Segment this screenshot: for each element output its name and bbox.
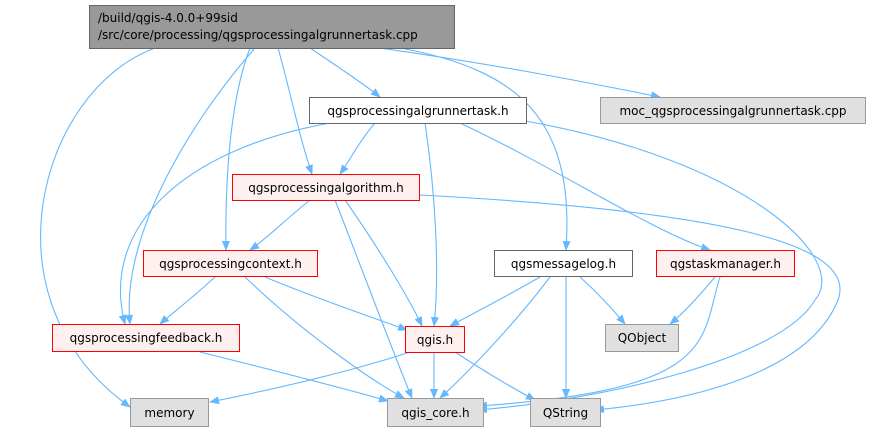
edge-context-feedback [159,276,216,325]
edge-runnertask-algorithm [339,122,376,175]
edge-root-runnertask [309,47,381,98]
edge-taskmanager-qobject [669,276,716,325]
edge-algorithm-qgiscore [334,199,413,399]
node-taskmanager-h[interactable]: qgstaskmanager.h [656,250,795,277]
node-algorithm-h[interactable]: qgsprocessingalgorithm.h [232,174,420,201]
node-memory[interactable]: memory [130,398,209,427]
edge-runnertask-taskmanager [459,122,711,251]
edge-context-qgiscore [244,276,405,399]
node-context-h[interactable]: qgsprocessingcontext.h [143,250,318,277]
node-feedback-h[interactable]: qgsprocessingfeedback.h [52,324,240,352]
node-qgis-core-h[interactable]: qgis_core.h [387,398,484,427]
edge-messagelog-qgis [449,276,541,327]
edge-root-memory [40,47,156,408]
edge-runnertask-qgis [424,122,439,327]
root-file-node[interactable]: /build/qgis-4.0.0+99sid /src/core/proces… [89,5,455,49]
node-qstring[interactable]: QString [530,398,601,427]
edge-root-moc [379,47,661,100]
edge-qgis-memory [209,351,411,405]
edge-runnertask-feedback [118,122,331,325]
node-qgis-h[interactable]: qgis.h [405,326,465,353]
edge-algorithm-qgis [344,199,423,327]
edge-messagelog-qobject [579,276,626,325]
edge-root-feedback [125,47,256,325]
edge-algorithm-context [249,199,311,251]
edge-runnertask-qgiscore [477,119,823,414]
edge-feedback-qgiscore [199,351,389,403]
edge-root-context [221,47,251,251]
node-moc-cpp[interactable]: moc_qgsprocessingalgrunnertask.cpp [600,97,866,124]
node-qobject[interactable]: QObject [605,324,679,352]
edge-taskmanager-qgiscore [477,276,721,410]
root-file-path-line1: /build/qgis-4.0.0+99sid [98,11,238,25]
edge-root-messagelog [399,47,571,251]
edge-root-algorithm [277,47,313,175]
node-runnertask-h[interactable]: qgsprocessingalgrunnertask.h [309,97,527,124]
edge-algorithm-qstring [419,194,841,414]
edge-messagelog-qgiscore [439,276,551,399]
root-file-path-line2: /src/core/processing/qgsprocessingalgrun… [98,28,418,42]
edge-qgis-qstring [454,351,536,401]
edge-context-qgis [264,276,408,331]
node-messagelog-h[interactable]: qgsmessagelog.h [494,250,633,277]
